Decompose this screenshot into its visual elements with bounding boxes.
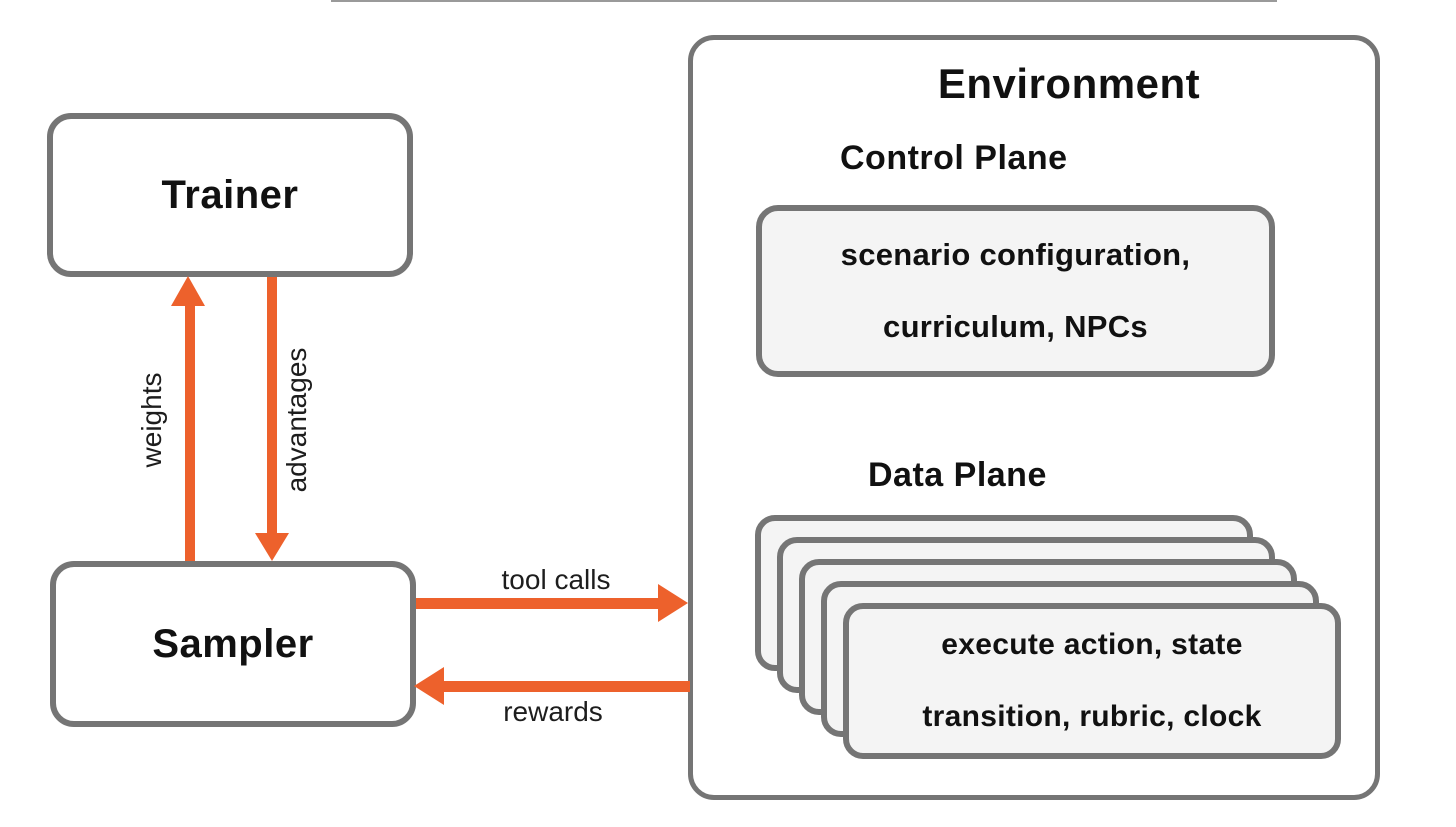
- sampler-label: Sampler: [152, 621, 314, 666]
- rewards-arrow-label: rewards: [503, 696, 603, 727]
- arrowhead-right-icon: [658, 584, 688, 622]
- environment-box: Environment Control Plane scenario confi…: [688, 35, 1380, 800]
- control-plane-text-line1: scenario configuration,: [840, 237, 1191, 272]
- top-crop-line: [331, 0, 1277, 2]
- arrowhead-up-icon: [171, 276, 205, 306]
- trainer-label: Trainer: [161, 172, 299, 217]
- data-plane-card-front: execute action, state transition, rubric…: [843, 603, 1341, 759]
- rewards-arrow: [444, 681, 690, 692]
- data-plane-text-line1: execute action, state: [941, 628, 1243, 661]
- weights-arrow-label: weights: [136, 372, 167, 468]
- arrowhead-down-icon: [255, 533, 289, 561]
- advantages-arrow-label: advantages: [281, 347, 312, 493]
- weights-arrow: [185, 303, 195, 561]
- data-plane-heading: Data Plane: [868, 456, 1047, 494]
- data-plane-text-line2: transition, rubric, clock: [922, 700, 1262, 733]
- control-plane-box: scenario configuration, curriculum, NPCs: [756, 205, 1275, 377]
- sampler-box: Sampler: [50, 561, 416, 727]
- environment-title: Environment: [937, 60, 1201, 107]
- advantages-arrow: [267, 277, 277, 535]
- tool-calls-arrow: [416, 598, 660, 609]
- control-plane-heading: Control Plane: [840, 139, 1068, 177]
- trainer-box: Trainer: [47, 113, 413, 277]
- control-plane-text-line2: curriculum, NPCs: [883, 309, 1148, 344]
- tool-calls-arrow-label: tool calls: [501, 564, 611, 595]
- arrowhead-left-icon: [414, 667, 444, 705]
